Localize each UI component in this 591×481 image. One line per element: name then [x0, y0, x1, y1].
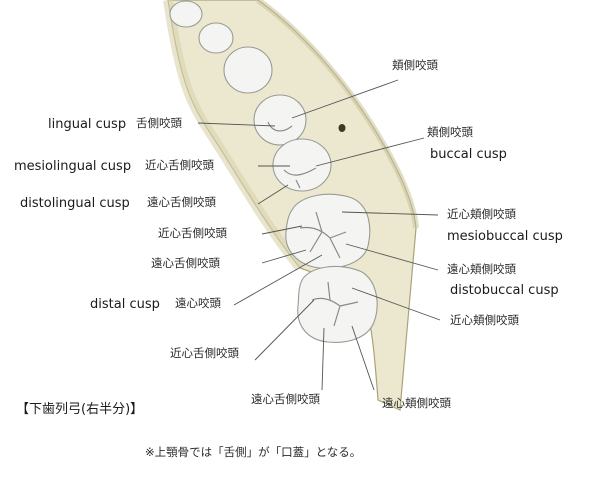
leader-m1-mesiolingual: [261, 225, 303, 235]
label-distolingual-cusp-jp: 遠心舌側咬頭: [147, 195, 216, 209]
leader-distobuccal: [345, 243, 439, 271]
mandible-bone-ridge: [256, 0, 419, 229]
mental-foramen: [338, 124, 346, 132]
label-lingual-cusp-jp: 舌側咬頭: [136, 116, 182, 130]
leader-m1-distolingual: [261, 249, 307, 264]
label-mesiolingual-cusp-jp: 近心舌側咬頭: [145, 158, 214, 172]
first-premolar-groove: [267, 121, 293, 132]
tooth-incisor-central: [169, 0, 203, 28]
label-mesiobuccal-cusp-jp: 近心頬側咬頭: [447, 207, 516, 221]
leader-distolingual: [257, 184, 289, 205]
label-distobuccal-cusp-jp: 遠心頬側咬頭: [447, 262, 516, 276]
second-premolar-groove: [283, 167, 317, 189]
first-molar-grooves: [299, 211, 347, 259]
leader-premolar2-buccal: [315, 137, 425, 167]
tooth-incisor-lateral: [198, 22, 234, 54]
leader-m2-mesiolingual: [254, 299, 315, 361]
label-distolingual-cusp-en: distolingual cusp: [20, 196, 130, 211]
label-distal-cusp-jp: 遠心咬頭: [175, 296, 221, 310]
label-m2-distolingual-cusp-jp: 遠心舌側咬頭: [251, 392, 320, 406]
second-molar-grooves: [311, 281, 359, 327]
label-buccal-cusp-en: buccal cusp: [430, 147, 507, 162]
label-m1-distolingual-cusp-jp: 遠心舌側咬頭: [151, 256, 220, 270]
leader-m2-distobuccal: [351, 325, 375, 391]
leader-m2-mesiobuccal: [351, 287, 441, 321]
label-distobuccal-cusp-en: distobuccal cusp: [450, 283, 559, 298]
label-m2-mesiolingual-cusp-jp: 近心舌側咬頭: [170, 346, 239, 360]
label-m2-distobuccal-cusp-jp: 遠心頬側咬頭: [382, 396, 451, 410]
tooth-first-molar: [285, 193, 371, 269]
label-premolar1-buccal-cusp-jp: 頬側咬頭: [392, 58, 438, 72]
label-mesiolingual-cusp-en: mesiolingual cusp: [14, 159, 132, 174]
leader-m2-distolingual: [321, 327, 325, 391]
mandible-inner-shadow: [163, 0, 304, 272]
leader-mesiobuccal: [341, 211, 439, 216]
tooth-first-premolar: [253, 94, 307, 146]
leader-premolar1-buccal: [291, 79, 399, 119]
tooth-second-premolar: [272, 138, 332, 192]
label-premolar2-buccal-cusp-jp: 頬側咬頭: [427, 125, 473, 139]
leader-lines: [197, 79, 441, 391]
label-lingual-cusp-en: lingual cusp: [48, 117, 127, 132]
label-mesiobuccal-cusp-en: mesiobuccal cusp: [447, 229, 563, 244]
diagram-caption: 【下歯列弓(右半分)】: [16, 402, 144, 417]
leader-distal: [233, 254, 323, 306]
label-m1-mesiolingual-cusp-jp: 近心舌側咬頭: [158, 226, 227, 240]
leader-lingual: [197, 122, 276, 127]
footnote: ※上顎骨では「舌側」が「口蓋」となる。: [145, 445, 362, 459]
tooth-canine: [223, 46, 273, 94]
label-m2-mesiobuccal-cusp-jp: 近心頬側咬頭: [450, 313, 519, 327]
label-distal-cusp-en: distal cusp: [90, 297, 160, 312]
